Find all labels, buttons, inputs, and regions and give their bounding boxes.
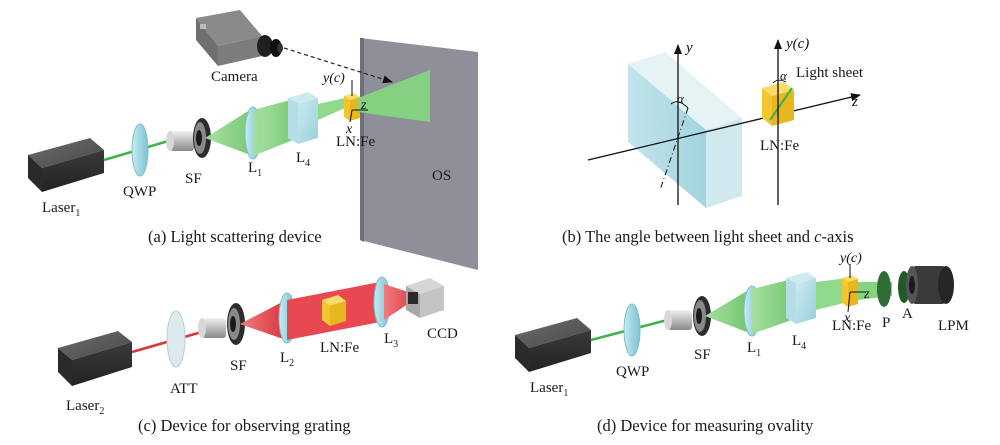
green-beam-a3 (318, 98, 345, 120)
label-alpha-1: α (677, 91, 685, 106)
label-axis-z-b: z (851, 94, 858, 110)
label-crystal-a: LN:Fe (336, 134, 376, 150)
label-sf-d: SF (694, 347, 711, 363)
label-a: A (902, 306, 913, 322)
crystal-a (344, 93, 360, 121)
qwp-plate-a (131, 123, 149, 177)
label-axis-x-a: x (345, 122, 353, 137)
panel-c (58, 276, 444, 386)
label-qwp-d: QWP (616, 364, 649, 380)
label-os: OS (432, 168, 451, 184)
caption-a: (a) Light scattering device (148, 227, 322, 246)
label-axis-yc-d: y(c) (838, 251, 862, 266)
spatial-filter-c (198, 303, 245, 345)
label-camera: Camera (211, 69, 258, 85)
label-crystal-c: LN:Fe (320, 340, 360, 356)
label-crystal-b: LN:Fe (760, 138, 800, 154)
green-beam-a1 (205, 108, 253, 156)
caption-c: (c) Device for observing grating (138, 416, 351, 435)
label-alpha-2: α (780, 68, 788, 83)
qwp-plate-d (623, 303, 641, 357)
green-beam-d3 (816, 278, 848, 310)
label-axis-z-d: z (863, 287, 870, 302)
camera-icon (196, 10, 283, 66)
green-beam-d1 (705, 288, 752, 334)
label-axis-x-d: x (843, 311, 851, 326)
laser-power-meter-icon (906, 266, 954, 304)
label-l4-a: L4 (296, 150, 310, 169)
panel-d (515, 264, 954, 372)
label-att: ATT (170, 381, 198, 397)
label-l4-d: L4 (792, 333, 806, 352)
label-l2-c: L2 (280, 350, 294, 369)
polarizer-p (877, 271, 891, 307)
label-laser-1-d: Laser1 (530, 380, 568, 399)
label-sf-c: SF (230, 358, 247, 374)
ccd-camera-icon (406, 278, 444, 318)
green-beam-d2 (752, 278, 797, 334)
laser-1-box-d (515, 318, 591, 372)
attenuator-plate (166, 310, 186, 368)
caption-b: (b) The angle between light sheet and c-… (562, 227, 854, 246)
label-ccd: CCD (427, 326, 458, 342)
label-light-sheet: Light sheet (796, 65, 864, 81)
horizontal-axis-b (587, 93, 861, 161)
green-beam-a2 (253, 98, 298, 156)
label-crystal-d: LN:Fe (832, 318, 872, 334)
label-l1-a: L1 (248, 160, 262, 179)
caption-d: (d) Device for measuring ovality (597, 416, 814, 435)
label-sf-a: SF (185, 171, 202, 187)
label-laser-1: Laser1 (42, 200, 80, 219)
laser-2-box (58, 331, 132, 386)
lens-l4-d (786, 272, 816, 324)
crystal-d (842, 275, 858, 307)
label-qwp-a: QWP (123, 184, 156, 200)
lens-l4-a (288, 92, 318, 144)
label-axis-yc-a: y(c) (321, 71, 345, 86)
label-axis-y-b: y (684, 40, 693, 56)
prism-block-b (628, 52, 742, 208)
label-lpm: LPM (938, 318, 969, 334)
label-l1-d: L1 (747, 340, 761, 359)
spatial-filter-d (664, 296, 711, 336)
crystal-c (322, 295, 346, 326)
panel-a (28, 10, 478, 270)
laser-1-box (28, 138, 104, 192)
spatial-filter-a (166, 118, 211, 158)
label-axis-yc-b: y(c) (784, 36, 809, 52)
camera-view-arrow (283, 47, 393, 84)
observation-screen (360, 38, 478, 270)
green-beam-a4 (358, 70, 430, 122)
label-l3-c: L3 (384, 331, 398, 350)
panel-b (587, 39, 861, 208)
label-p: P (882, 315, 890, 331)
label-laser-2: Laser2 (66, 398, 104, 417)
red-beam-c1 (240, 300, 286, 340)
label-axis-z-a: z (360, 98, 367, 113)
